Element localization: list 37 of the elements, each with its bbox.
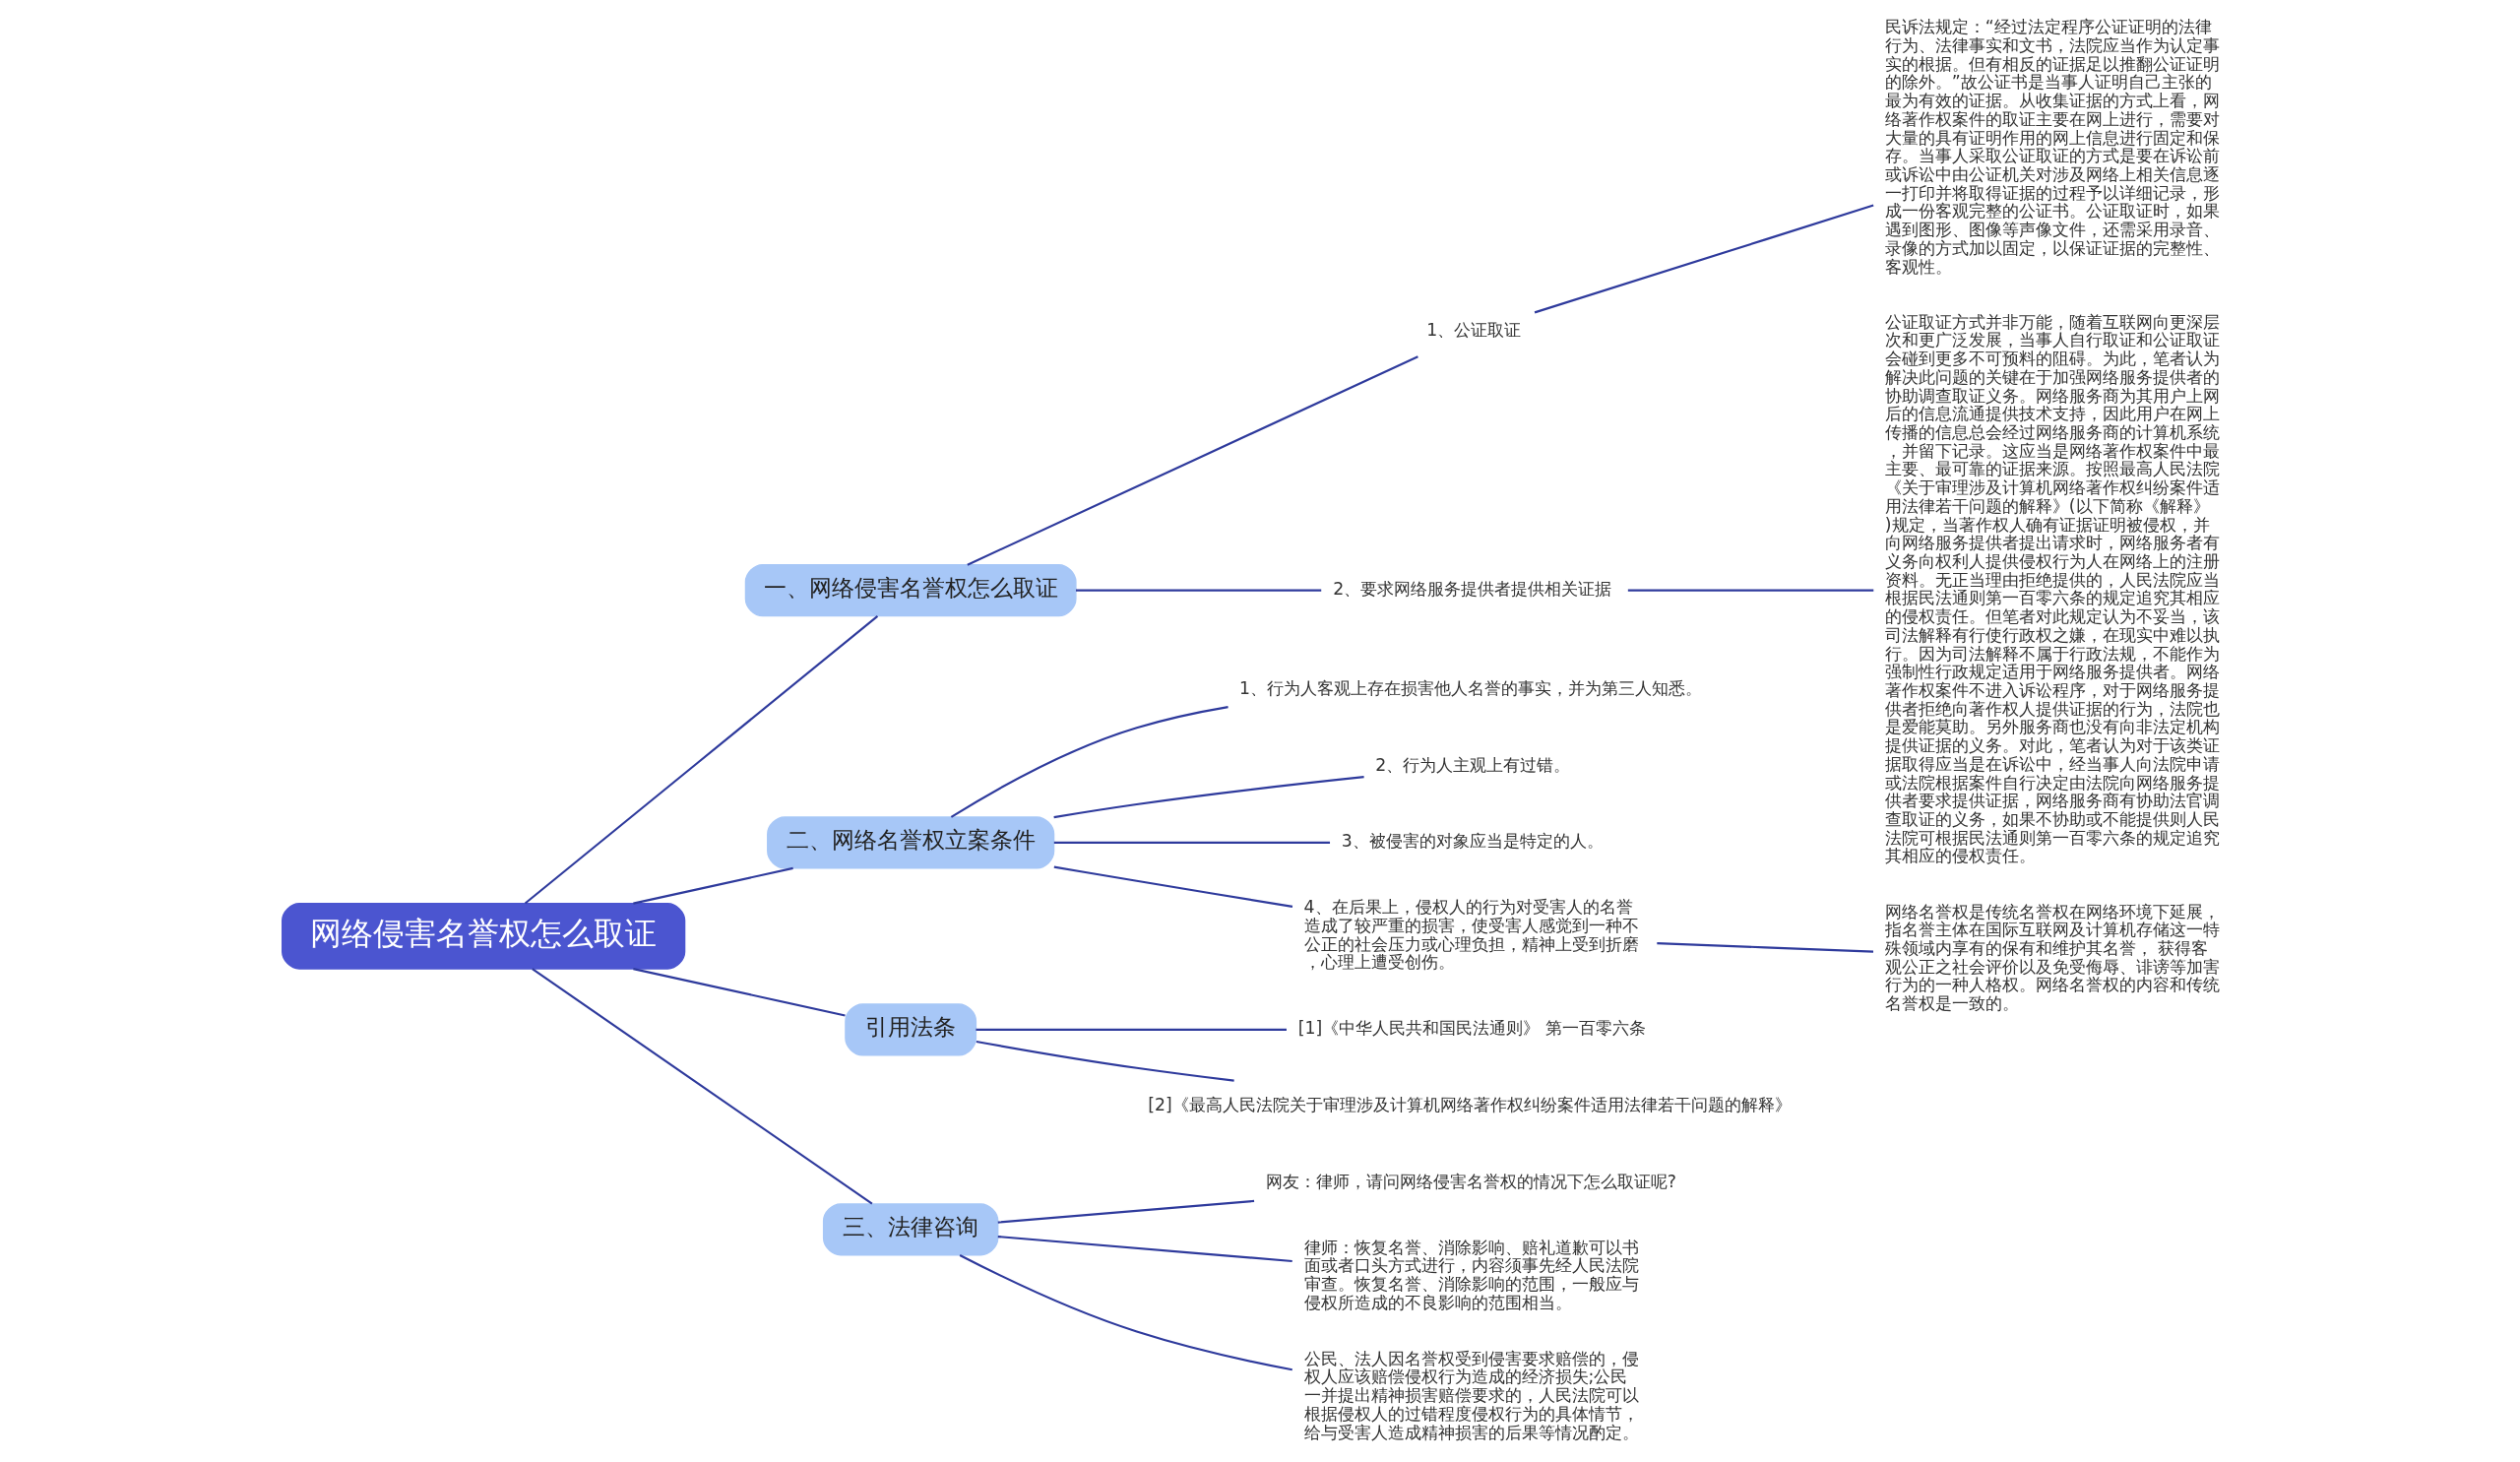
node-text: [2]《最高人民法院关于审理涉及计算机网络著作权纠纷案件适用法律若干问题的解释》 (1148, 1095, 1792, 1115)
node-box: 引用法条 (845, 1003, 977, 1056)
connector (633, 968, 846, 1017)
node-text: 2、行为人主观上有过错。 (1375, 754, 1571, 775)
connector (997, 1199, 1255, 1224)
connector (997, 1236, 1292, 1263)
node-text: 网络名誉权是传统名誉权在网络环境下延展，指名誉主体在国际互联网及计算机存储这一特殊领域内享有的保有和维护其名誉， 获得客观公正之社会评价以及免受侮辱、诽谤等加害行为的一种人格权。网络名誉权的内容和传统名誉权是一致的。 (1884, 901, 2220, 1014)
node-text: 公证取证方式并非万能，随着互联网向更深层次和更广泛发展，当事人自行取证和公证取证会碰到更多不可预料的阻碍。为此，笔者认为解决此问题的关键在于加强网络服务提供者的协助调查取证义务。网络服务商为其用户上网后的信息流通提供技术支持，因此用户在网上传播的信息总会经过网络服务商的计算机系统，并留下记录。这应当是网络著作权案件中最主要、最可靠的证据来源。按照最高人民法院《关于审理涉及计算机网络著作权纠纷案件适用法律若干问题的解释》(以下简称《解释》)规定，当著作权人确有证据证明被侵权，并向网络服务提供者提出请求时，网络服务者有义务向权利人提供侵权行为人在网络上的注册资料。无正当理由拒绝提供的，人民法院应当根据民法通则第一百零六条的规定追究其相应的侵权责任。但笔者对此规定认为不妥当，该司法解释有行使行政权之嫌，在现实中难以执行。因为司法解释不属于行政法规，不能作为强制性行政规定适用于网络服务提供者。网络著作权案件不进入诉讼程序，对于网络服务提供者拒绝向著作权人提供证据的行为，法院也是爱能莫助。另外服务商也没有向非法定机构提供证据的义务。对此，笔者认为对于该类证据取得应当是在诉讼中，经当事人向法院申请或法院根据案件自行决定由法院向网络服务提供者要求提供证据，网络服务商有协助法官调查取证的义务，如果不协助或不能提供则人民法院可根据民法通则第一百零六条的规定追究其相应的侵权责任。 (1884, 311, 2220, 866)
node-text: 4、在后果上，侵权人的行为对受害人的名誉造成了较严重的损害，使受害人感觉到一种不公正的社会压力或心理负担，精神上受到折磨，心理上遭受创伤。 (1303, 897, 1639, 973)
node-text: 网友：律师，请问网络侵害名誉权的情况下怎么取证呢? (1265, 1171, 1676, 1191)
connector (524, 615, 879, 905)
node-text: 3、被侵害的对象应当是特定的人。 (1341, 831, 1604, 852)
node-text: 公民、法人因名誉权受到侵害要求赔偿的，侵权人应该赔偿侵权行为造成的经济损失;公民一并提出精神损害赔偿要求的，人民法院可以根据侵权人的过错程度侵权行为的具体情节，给与受害人造成精神损害的后果等情况酌定。 (1303, 1348, 1639, 1442)
connector (1627, 589, 1874, 592)
connector (1076, 589, 1322, 592)
node-text: [1]《中华人民共和国民法通则》 第一百零六条 (1297, 1018, 1646, 1039)
connector (959, 1253, 1292, 1371)
connector (633, 866, 793, 905)
node-box: 网络侵害名誉权怎么取证 (282, 903, 686, 970)
node-text: 律师：恢复名誉、消除影响、赔礼道歉可以书面或者口头方式进行，内容须事先经人民法院审查。恢复名誉、消除影响的范围，一般应与侵权所造成的不良影响的范围相当。 (1303, 1237, 1639, 1312)
connector (950, 706, 1228, 818)
node-text: 1、行为人客观上存在损害他人名誉的事实，并为第三人知悉。 (1239, 677, 1703, 698)
connector (967, 355, 1418, 566)
node-box: 三、法律咨询 (822, 1203, 999, 1256)
node-box: 一、网络侵害名誉权怎么取证 (744, 564, 1077, 617)
connector (1053, 776, 1364, 819)
connector (976, 1040, 1234, 1082)
node-box: 二、网络名誉权立案条件 (767, 816, 1055, 869)
node-text: 民诉法规定：“经过法定程序公证证明的法律行为、法律事实和文书，法院应当作为认定事实的根据。但有相反的证据足以推翻公证证明的除外。”故公证书是当事人证明自己主张的最为有效的证据。从收集证据的方式上看，网络著作权案件的取证主要在网上进行，需要对大量的具有证明作用的网上信息进行固定和保存。当事人采取公证取证的方式是要在诉讼前或诉讼中由公证机关对涉及网络上相关信息逐一打印并将取得证据的过程予以详细记录，形成一份客观完整的公证书。公证取证时，如果遇到图形、图像等声像文件，还需采用录音、录像的方式加以固定，以保证证据的完整性、客观性。 (1884, 17, 2220, 277)
connector (1053, 841, 1331, 844)
connector (532, 968, 873, 1205)
connector (1657, 942, 1874, 953)
connector (1053, 865, 1293, 908)
node-text: 1、公证取证 (1426, 319, 1522, 340)
connector (1534, 204, 1874, 314)
node-text: 2、要求网络服务提供者提供相关证据 (1333, 579, 1612, 600)
connector (976, 1028, 1287, 1031)
